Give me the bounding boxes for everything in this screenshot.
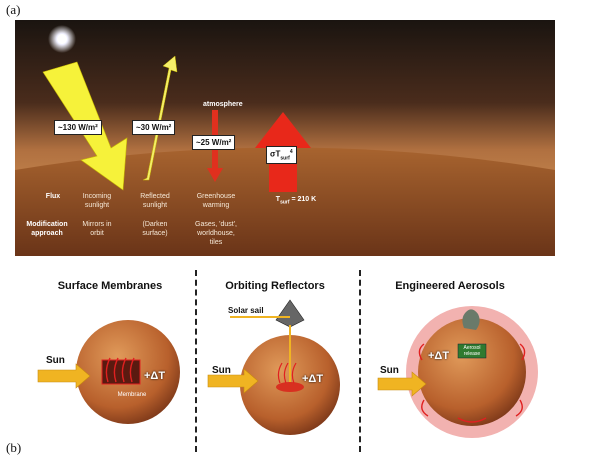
reflector-heat-lines-icon	[277, 362, 297, 384]
sun-ray-arrow-icon	[37, 363, 91, 389]
sun-core-icon	[57, 34, 67, 44]
membrane-heat-lines-icon	[105, 357, 135, 383]
col2-flux: Reflected sunlight	[140, 193, 170, 209]
panel-a-label: (a)	[6, 2, 21, 17]
col4-surf: surf	[280, 199, 290, 206]
aerosol-heat-arrows-icon	[418, 343, 526, 423]
emission-sigma-t: σT	[270, 149, 281, 159]
atmosphere-label: atmosphere	[203, 101, 243, 108]
aerosol-release-box	[457, 343, 487, 359]
col4-flux: Tsurf = 210 K	[261, 195, 331, 207]
reflectors-illustration	[207, 299, 340, 435]
col4-value: = 210 K	[289, 196, 317, 203]
incoming-flux-box: ~130 W/m²	[54, 120, 102, 135]
emission-surf-sub: surf	[280, 155, 290, 162]
mars-planet-icon	[418, 318, 526, 426]
greenhouse-flux-box: ~25 W/m²	[192, 135, 236, 150]
col1-flux: Incoming sunlight	[82, 193, 112, 209]
section-title-aerosols: Engineered Aerosols	[395, 280, 505, 292]
divider-1	[195, 270, 197, 452]
row-flux-header: Flux	[45, 193, 61, 200]
panel-b-label: (b)	[6, 440, 22, 455]
sun-ray-arrow-icon	[207, 368, 259, 394]
solar-sail-icon	[275, 299, 305, 328]
section-title-membranes: Surface Membranes	[57, 280, 163, 292]
sun-label-2: Sun	[212, 365, 231, 376]
section-title-reflectors: Orbiting Reflectors	[225, 280, 325, 292]
membranes-illustration	[37, 320, 180, 424]
emission-flux-box: σTsurf4	[266, 146, 297, 165]
col3-flux: Greenhouse warming	[196, 193, 236, 209]
sun-label-3: Sun	[380, 365, 399, 376]
aerosols-illustration	[377, 306, 538, 438]
delta-t-3: +ΔT	[428, 350, 450, 362]
membrane-caption: Membrane	[117, 392, 147, 398]
delta-t-2: +ΔT	[302, 373, 324, 385]
reflected-sunlight-arrow-icon	[142, 55, 178, 181]
row-mod-header: Modification approach	[26, 221, 68, 237]
col2-mod: (Darken surface)	[142, 221, 168, 237]
emission-power-sup: 4	[289, 149, 293, 155]
delta-t-1: +ΔT	[144, 370, 166, 382]
aerosol-caption: Aerosol release	[463, 345, 481, 357]
reflected-flux-box: ~30 W/m²	[132, 120, 176, 135]
col1-mod: Mirrors in orbit	[82, 221, 112, 237]
col3-mod: Gases, 'dust', worldhouse, tiles	[195, 221, 237, 246]
col4-t: T	[275, 196, 281, 203]
panel-a-mars-energy-diagram: atmosphere ~130 W/m² ~30 W/m² ~25 W/m² σ…	[15, 20, 555, 256]
aerosol-plume-icon	[462, 309, 480, 330]
sun-label-1: Sun	[46, 355, 65, 366]
panel-a-svg	[15, 20, 555, 256]
divider-2	[359, 270, 361, 452]
heated-spot-icon	[276, 382, 304, 392]
sun-ray-arrow-icon	[377, 371, 427, 397]
solar-sail-label: Solar sail	[228, 306, 264, 315]
